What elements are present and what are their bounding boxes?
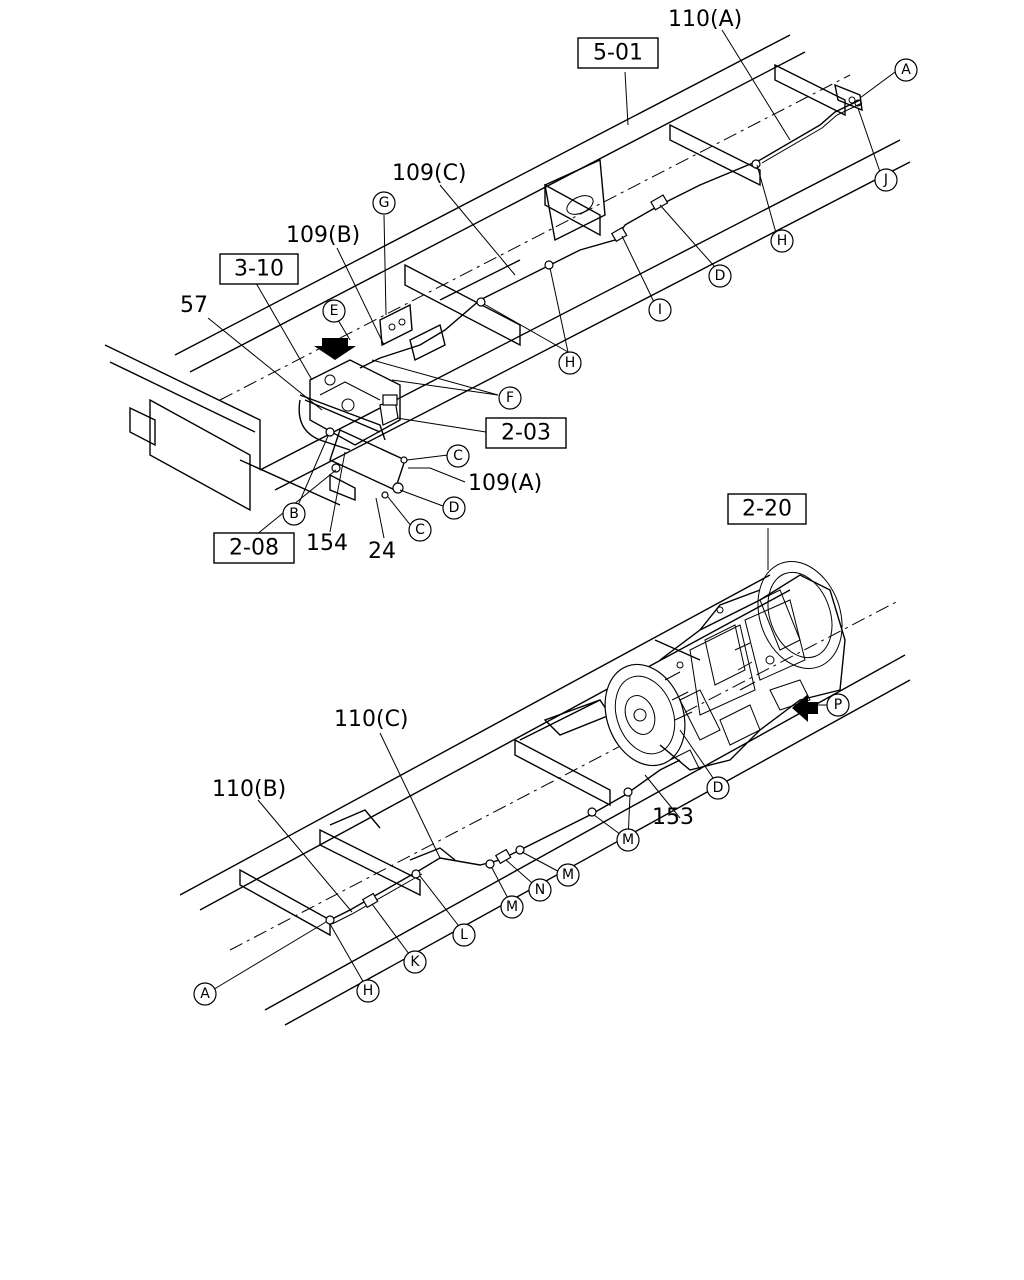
callout-bot-p: P: [834, 697, 842, 713]
label-153: 153: [652, 805, 694, 830]
callout-top-i: I: [658, 302, 662, 318]
callout-circles: A J H D I G E H F C D C B P D M M N M: [193, 58, 918, 1006]
top-chassis-frame: [104, 34, 911, 512]
callout-bot-h: H: [363, 983, 374, 999]
callout-top-a: A: [901, 62, 911, 78]
callout-bot-a: A: [200, 986, 210, 1002]
label-109c: 109(C): [392, 161, 467, 186]
callout-bot-m3: M: [506, 899, 518, 915]
callout-top-g: G: [379, 195, 390, 211]
label-110a: 110(A): [668, 7, 742, 32]
label-24: 24: [368, 539, 396, 564]
part-number-labels: 110(A) 109(C) 109(B) 57 109(A) 154 24 11…: [180, 7, 742, 830]
valve-assembly: [298, 338, 408, 499]
callout-top-j: J: [883, 172, 888, 188]
label-110c: 110(C): [334, 707, 409, 732]
callout-top-d2: D: [449, 500, 460, 516]
callout-top-h1: H: [777, 233, 788, 249]
callout-bot-m1: M: [622, 832, 634, 848]
callout-top-f: F: [506, 390, 514, 406]
callout-bot-l: L: [460, 927, 468, 943]
bottom-chassis-frame: [179, 574, 911, 1026]
callout-top-h2: H: [565, 355, 576, 371]
callout-top-c1: C: [453, 448, 463, 464]
callout-top-d1: D: [715, 268, 726, 284]
callout-bot-k: K: [410, 954, 420, 970]
ref-box-2-08: 2-08: [229, 536, 279, 561]
label-154: 154: [306, 531, 348, 556]
label-57: 57: [180, 293, 208, 318]
callout-bot-m2: M: [562, 867, 574, 883]
callout-top-e: E: [330, 303, 339, 319]
ref-box-2-20: 2-20: [742, 497, 792, 522]
bottom-brake-pipe: [325, 759, 681, 925]
ref-box-5-01: 5-01: [593, 41, 643, 66]
top-brake-pipe: [359, 99, 863, 369]
callout-top-b: B: [289, 506, 299, 522]
ref-box-2-03: 2-03: [501, 421, 551, 446]
bottom-leader-lines: [205, 528, 830, 995]
transmission-assembly: [604, 561, 846, 771]
callout-bot-d: D: [713, 780, 724, 796]
label-109a: 109(A): [468, 471, 542, 496]
callout-top-c2: C: [415, 522, 425, 538]
label-110b: 110(B): [212, 777, 286, 802]
ref-box-3-10: 3-10: [234, 257, 284, 282]
top-leader-lines: [207, 29, 896, 539]
reference-boxes: 5-01 3-10 2-03 2-08 2-20: [213, 37, 807, 564]
label-109b: 109(B): [286, 223, 360, 248]
callout-bot-n: N: [535, 882, 545, 898]
